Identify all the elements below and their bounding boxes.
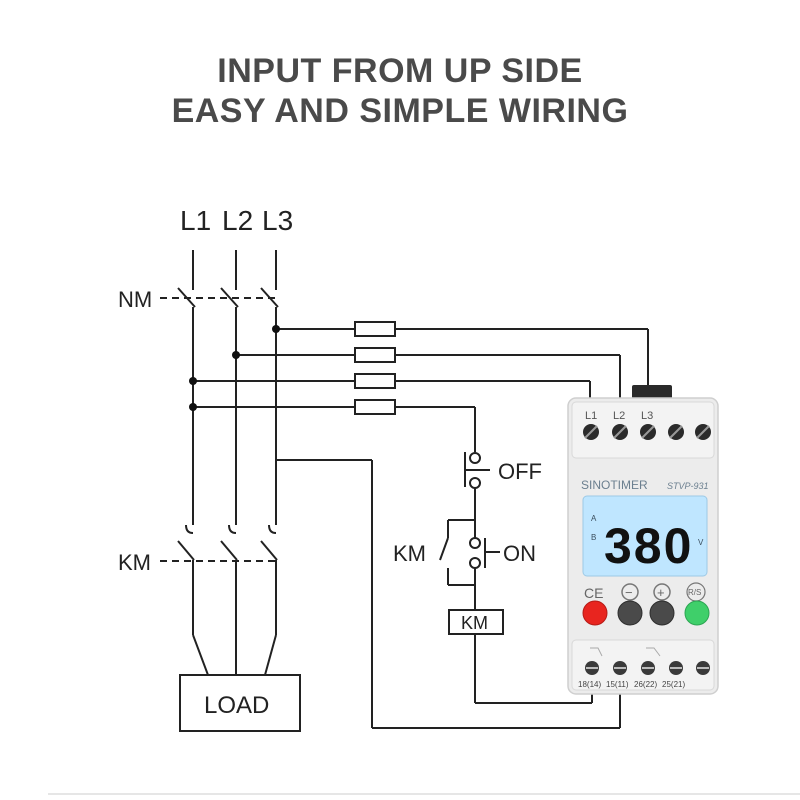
rs-button[interactable] [684, 600, 710, 626]
red-button[interactable] [582, 600, 608, 626]
contactor-label: KM [118, 550, 151, 575]
rs-label: R/S [688, 588, 701, 597]
km-coil [448, 609, 504, 635]
load-box [179, 674, 301, 732]
minus-symbol: − [625, 585, 633, 600]
terminal-label-l2: L2 [613, 410, 625, 422]
top-terminal-screws [583, 424, 711, 440]
phase-label-l2: L2 [222, 205, 253, 236]
phase-label-l1: L1 [180, 205, 211, 236]
terminal-label-l1: L1 [585, 410, 597, 422]
relay-symbols [590, 647, 661, 657]
lcd-display [582, 495, 708, 577]
minus-button[interactable] [617, 600, 643, 626]
plus-symbol-ring [653, 583, 671, 601]
km-coil-label: KM [461, 613, 488, 633]
lcd-value: 380 [604, 518, 693, 574]
power-lines [160, 250, 649, 729]
km-hold-label: KM [393, 541, 426, 566]
lcd-indicator-a: A [591, 514, 597, 523]
bottom-divider [48, 793, 800, 795]
terminal-label-l3: L3 [641, 410, 653, 422]
off-button-label: OFF [498, 459, 542, 484]
stvp-931-device: L1 L2 L3 SINOTIMER STVP-931 A B 380 V CE… [567, 385, 719, 695]
minus-symbol-ring [621, 583, 639, 601]
phase-label-l3: L3 [262, 205, 293, 236]
lcd-unit: V [698, 538, 704, 547]
headline-line-1: INPUT FROM UP SIDE [217, 52, 583, 90]
button-contacts [469, 452, 481, 569]
bottom-terminal-label-3: 26(22) [634, 680, 657, 689]
bottom-terminal-screws [585, 661, 710, 675]
bottom-terminal-label-4: 25(21) [662, 680, 685, 689]
junction-dots [189, 325, 280, 411]
device-model: STVP-931 [667, 481, 709, 491]
din-clip [632, 385, 672, 399]
device-brand: SINOTIMER [581, 478, 648, 492]
plus-symbol: + [657, 585, 665, 600]
breaker-label: NM [118, 287, 152, 312]
bottom-terminal-label-1: 18(14) [578, 680, 601, 689]
fuses [354, 321, 396, 415]
lcd-indicator-b: B [591, 533, 596, 542]
plus-button[interactable] [649, 600, 675, 626]
on-button-label: ON [503, 541, 536, 566]
ce-mark: CE [584, 585, 603, 601]
bottom-terminal-label-2: 15(11) [606, 680, 629, 689]
headline-line-2: EASY AND SIMPLE WIRING [171, 92, 629, 130]
load-label: LOAD [204, 692, 269, 719]
